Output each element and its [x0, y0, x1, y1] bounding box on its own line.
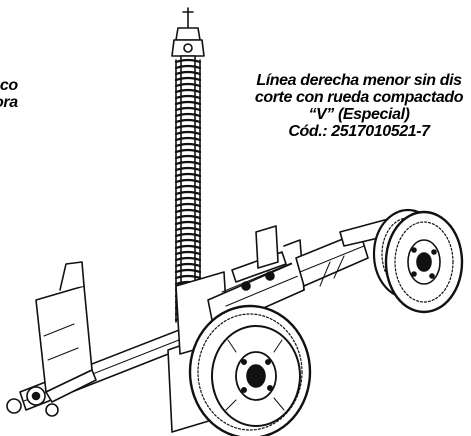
- left-caption-fragment: co ora: [0, 77, 18, 111]
- left-caption-line-2: ora: [0, 94, 18, 111]
- product-caption-code: Cód.: 2517010521-7: [288, 123, 430, 140]
- mount-bracket: [6, 261, 97, 417]
- left-caption-line-1: co: [0, 77, 18, 94]
- top-bracket: [171, 7, 205, 57]
- product-caption: Línea derecha menor sin dis corte con ru…: [229, 72, 471, 140]
- product-caption-line-1: Línea derecha menor sin dis: [256, 72, 462, 89]
- product-caption-line-3: “V” (Especial): [308, 106, 410, 123]
- product-caption-line-2: corte con rueda compactado: [254, 89, 464, 106]
- front-disc-wheel: [188, 304, 312, 436]
- press-wheel-pair: [372, 208, 464, 314]
